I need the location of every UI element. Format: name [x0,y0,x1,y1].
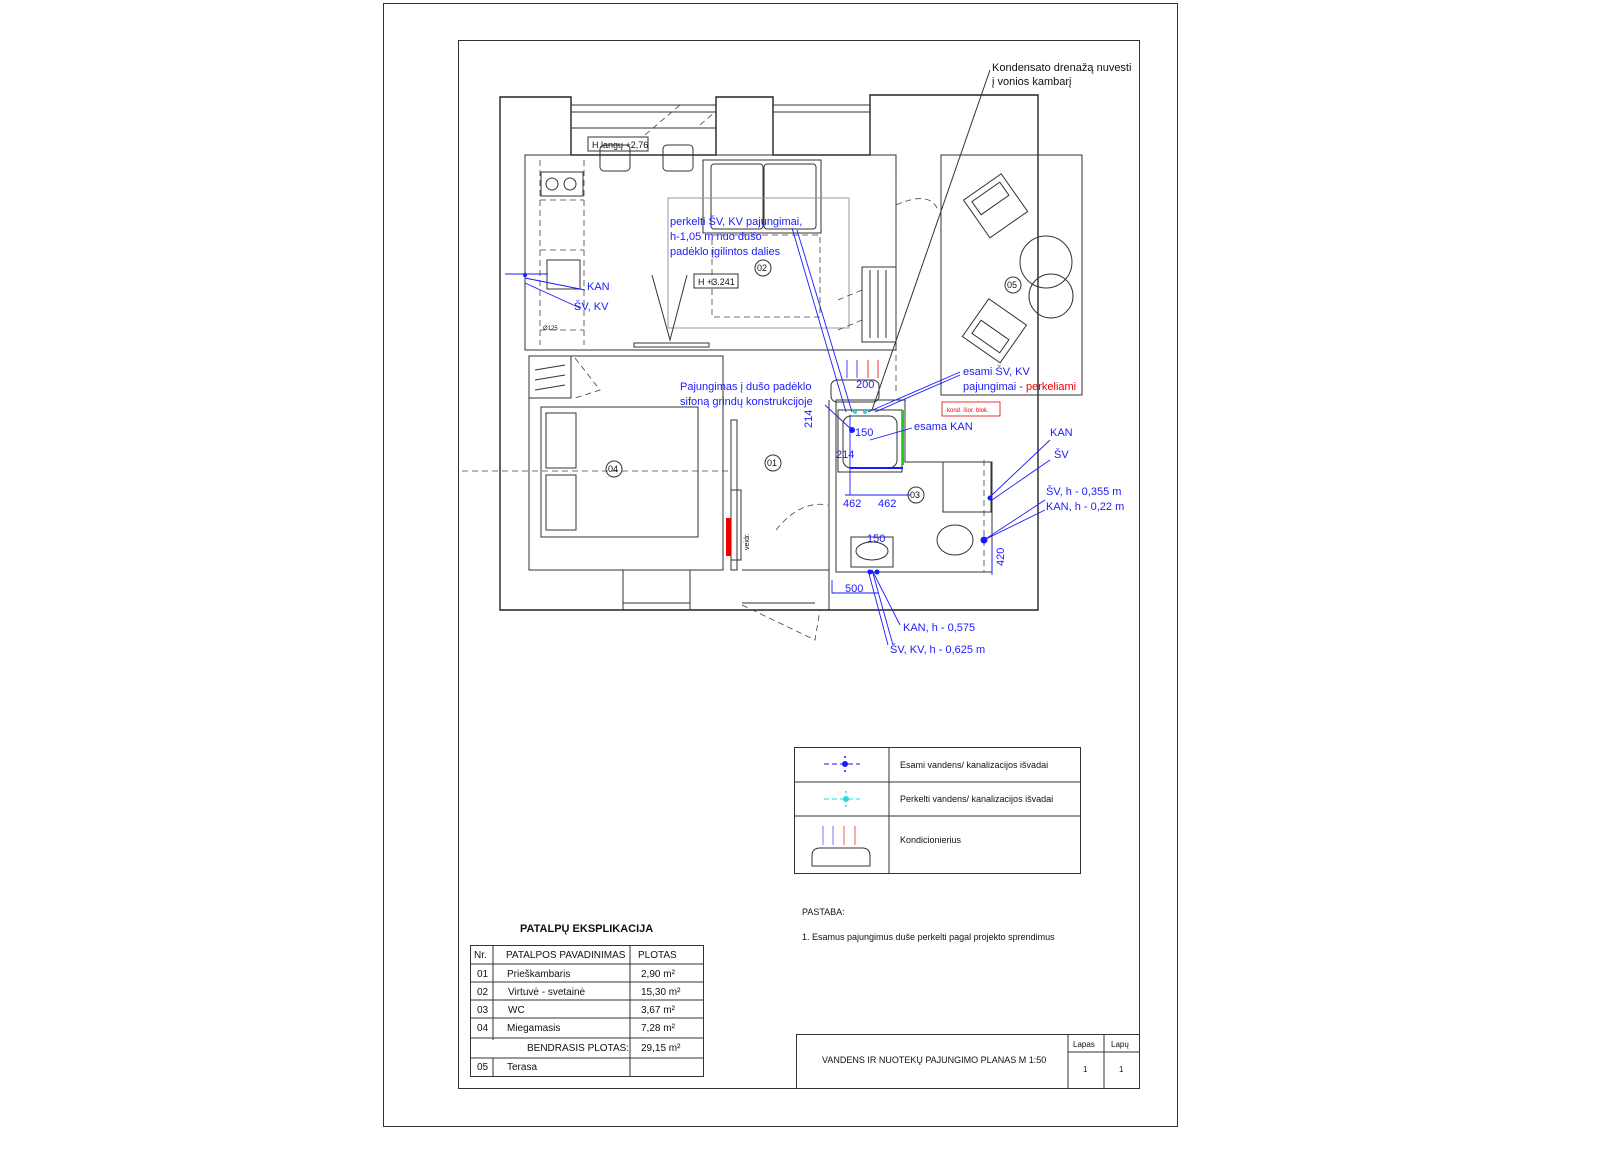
window-height-label: H langų +2,76 [592,140,648,150]
svg-text:Miegamasis: Miegamasis [507,1023,560,1034]
shower-connection-note-1: Pajungimas į dušo padėklo [680,381,811,393]
svg-text:02: 02 [477,987,489,998]
legend-label-existing: Esami vandens/ kanalizacijos išvadai [900,760,1048,770]
move-connections-note-2: h-1,05 m nuo dušo [670,231,762,243]
kitchen-kan-label: KAN [587,281,610,293]
svg-text:Terasa: Terasa [507,1062,537,1073]
table-row: 05 Terasa [477,1062,537,1073]
dim-214: 214 [836,449,854,461]
svg-text:7,28 m²: 7,28 m² [641,1023,676,1034]
dim-420: 420 [995,548,1007,566]
svg-text:WC: WC [508,1005,525,1016]
svg-text:03: 03 [477,1005,489,1016]
svg-text:05: 05 [477,1062,489,1073]
sheet-border [383,3,1178,1127]
note-title: PASTABA: [802,907,845,917]
sheets-label: Lapų [1111,1040,1129,1049]
note-text: 1. Esamus pajungimus duše perkelti pagal… [802,932,1055,942]
title-block [796,1034,1140,1089]
dim-462-left: 462 [843,498,861,510]
ceiling-height-label: H +3.241 [698,277,735,287]
dim-214-vertical: 214 [803,410,815,428]
legend [794,747,1081,874]
sheet-number: 1 [1083,1065,1088,1074]
vent-label: Ø125 [543,326,558,332]
explication-table [470,945,704,1077]
kitchen-sv-kv-label: ŠV, KV [574,300,609,313]
wc-kan-height-label: KAN, h - 0,22 m [1046,501,1124,513]
legend-label-ac: Kondicionierius [900,835,962,845]
dim-500: 500 [845,583,863,595]
col-header-area: PLOTAS [638,950,677,961]
dim-462-right: 462 [878,498,896,510]
existing-connections-note-2: pajungimai - perkeliami [963,381,1076,393]
sink-kan-height-label: KAN, h - 0,575 [903,622,975,634]
svg-text:01: 01 [477,969,489,980]
room-tag-02: 02 [757,263,767,273]
svg-text:2,90 m²: 2,90 m² [641,969,676,980]
room-tags [605,259,1022,504]
condensate-note-2: į vonios kambarį [992,76,1072,88]
svg-text:15,30 m²: 15,30 m² [641,987,681,998]
svg-text:04: 04 [477,1023,489,1034]
sink-sv-kv-height-label: ŠV, KV, h - 0,625 m [890,643,985,656]
room-tag-01: 01 [767,458,777,468]
room-tag-05: 05 [1007,280,1017,290]
wc-sv-label: ŠV [1054,448,1069,461]
wc-kan-label: KAN [1050,427,1073,439]
dim-150-sink: 150 [867,533,885,545]
sheet-label: Lapas [1073,1040,1095,1049]
total-area-label: BENDRASIS PLOTAS: [527,1043,629,1054]
col-header-name: PATALPOS PAVADINIMAS [506,950,626,961]
air-conditioner-icon [811,826,871,867]
heater-marker [726,518,731,556]
table-row: 02 Virtuvė - svetainė 15,30 m² [477,987,681,998]
wc-sv-height-label: ŠV, h - 0,355 m [1046,485,1121,498]
col-header-nr: Nr. [474,950,487,961]
shower-connection-note-2: sifoną grindų konstrukcijoje [680,396,813,408]
moved-outlet-icon [824,791,860,807]
explication-title: PATALPŲ EKSPLIKACIJA [520,923,653,935]
table-row: 04 Miegamasis 7,28 m² [477,1023,676,1034]
existing-kan-label: esama KAN [914,421,973,433]
drawing-title: VANDENS IR NUOTEKŲ PAJUNGIMO PLANAS M 1:… [822,1055,1046,1065]
svg-text:3,67 m²: 3,67 m² [641,1005,676,1016]
ac-unit-indoor [846,360,879,378]
move-connections-note-1: perkelti ŠV, KV pajungimai, [670,215,802,228]
ac-outdoor-box [941,401,1001,417]
table-row: 03 WC 3,67 m² [477,1005,676,1016]
svg-text:Virtuvė - svetainė: Virtuvė - svetainė [508,987,586,998]
existing-connections-note-1: esami ŠV, KV [963,365,1031,378]
svg-text:Prieškambaris: Prieškambaris [507,969,570,980]
mirror-label: veidr. [744,533,751,550]
dim-200: 200 [856,379,874,391]
dim-150-shower: 150 [855,427,873,439]
room-tag-03: 03 [910,490,920,500]
ac-outdoor-label: kond. išor. blok. [947,408,989,414]
connection-leaders [505,227,1051,646]
building-outline: 01 02 03 04 05 [462,69,1083,641]
total-area-value: 29,15 m² [641,1043,681,1054]
legend-label-moved: Perkelti vandens/ kanalizacijos išvadai [900,794,1053,804]
sheet-count: 1 [1119,1065,1124,1074]
table-row: 01 Prieškambaris 2,90 m² [477,969,676,980]
room-tag-04: 04 [608,464,618,474]
move-connections-note-3: padėklo įgilintos dalies [670,246,781,258]
condensate-note-1: Kondensato drenažą nuvesti [992,62,1131,74]
existing-outlet-icon [824,756,860,772]
